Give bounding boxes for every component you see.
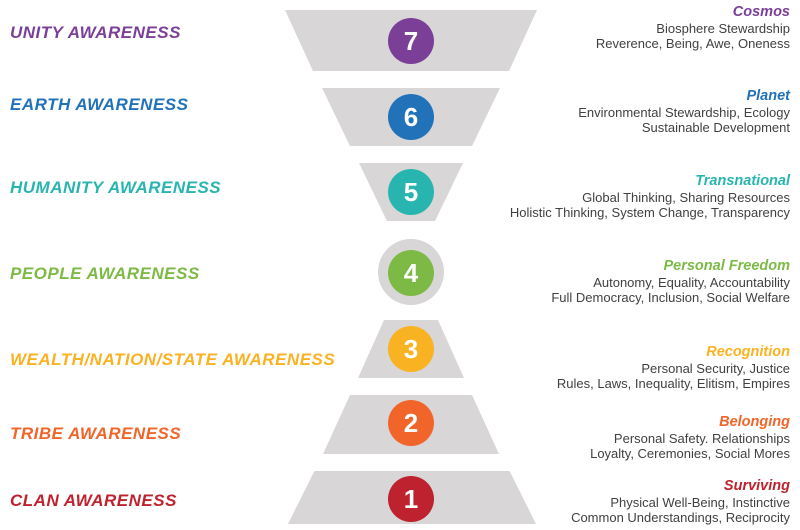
level-1-desc-line: Physical Well-Being, Instinctive bbox=[610, 495, 790, 510]
level-6-circle: 6 bbox=[388, 94, 434, 140]
level-4-number: 4 bbox=[403, 258, 419, 288]
level-4-description: Personal Freedom Autonomy, Equality, Acc… bbox=[551, 258, 790, 305]
level-5-description: Transnational Global Thinking, Sharing R… bbox=[510, 173, 790, 220]
level-6-desc-line: Sustainable Development bbox=[641, 119, 790, 135]
level-6-number: 6 bbox=[403, 102, 419, 132]
level-5-title: Transnational bbox=[695, 173, 790, 189]
level-1-title: Surviving bbox=[723, 478, 790, 494]
level-5-number: 5 bbox=[403, 177, 419, 207]
level-7-number: 7 bbox=[403, 26, 419, 56]
level-7-desc-line: Reverence, Being, Awe, Oneness bbox=[595, 35, 790, 51]
level-5-circle: 5 bbox=[388, 169, 434, 215]
level-1-number: 1 bbox=[403, 484, 419, 514]
level-3-label: WEALTH/NATION/STATE AWARENESS bbox=[10, 350, 336, 369]
level-5-desc-line: Holistic Thinking, System Change, Transp… bbox=[509, 204, 790, 220]
level-6-desc-line: Environmental Stewardship, Ecology bbox=[578, 105, 790, 120]
level-7-label: UNITY AWARENESS bbox=[10, 23, 181, 42]
level-4-circle: 4 bbox=[388, 250, 434, 296]
level-3-desc-line: Rules, Laws, Inequality, Elitism, Empire… bbox=[556, 375, 790, 391]
level-4-desc-line: Full Democracy, Inclusion, Social Welfar… bbox=[551, 289, 790, 305]
level-1-circle: 1 bbox=[388, 476, 434, 522]
level-3-desc-line: Personal Security, Justice bbox=[641, 361, 790, 376]
level-5-label: HUMANITY AWARENESS bbox=[10, 178, 222, 197]
level-3-title: Recognition bbox=[706, 344, 790, 360]
level-3-description: Recognition Personal Security, Justice R… bbox=[557, 344, 790, 391]
level-7-desc-line: Biosphere Stewardship bbox=[656, 21, 790, 36]
level-1-desc-line: Common Understandings, Reciprocity bbox=[571, 509, 790, 525]
level-4-label: PEOPLE AWARENESS bbox=[10, 264, 200, 283]
level-7-description: Cosmos Biosphere Stewardship Reverence, … bbox=[596, 4, 790, 51]
level-6-description: Planet Environmental Stewardship, Ecolog… bbox=[578, 88, 790, 135]
level-7-title: Cosmos bbox=[732, 4, 790, 20]
level-4-title: Personal Freedom bbox=[663, 258, 790, 274]
level-3-number: 3 bbox=[403, 334, 419, 364]
level-2-description: Belonging Personal Safety. Relationships… bbox=[590, 414, 790, 461]
level-4-desc-line: Autonomy, Equality, Accountability bbox=[593, 275, 790, 290]
level-1-description: Surviving Physical Well-Being, Instincti… bbox=[571, 478, 790, 525]
level-6-label: EARTH AWARENESS bbox=[10, 95, 189, 114]
level-2-number: 2 bbox=[403, 408, 419, 438]
level-2-desc-line: Loyalty, Ceremonies, Social Mores bbox=[590, 445, 790, 461]
level-5-desc-line: Global Thinking, Sharing Resources bbox=[582, 190, 790, 205]
level-3-circle: 3 bbox=[388, 326, 434, 372]
level-6-title: Planet bbox=[746, 88, 790, 104]
level-2-desc-line: Personal Safety. Relationships bbox=[613, 431, 790, 446]
level-7-circle: 7 bbox=[388, 18, 434, 64]
level-2-label: TRIBE AWARENESS bbox=[10, 424, 182, 443]
level-1-label: CLAN AWARENESS bbox=[10, 491, 177, 510]
level-2-circle: 2 bbox=[388, 400, 434, 446]
level-2-title: Belonging bbox=[719, 414, 790, 430]
